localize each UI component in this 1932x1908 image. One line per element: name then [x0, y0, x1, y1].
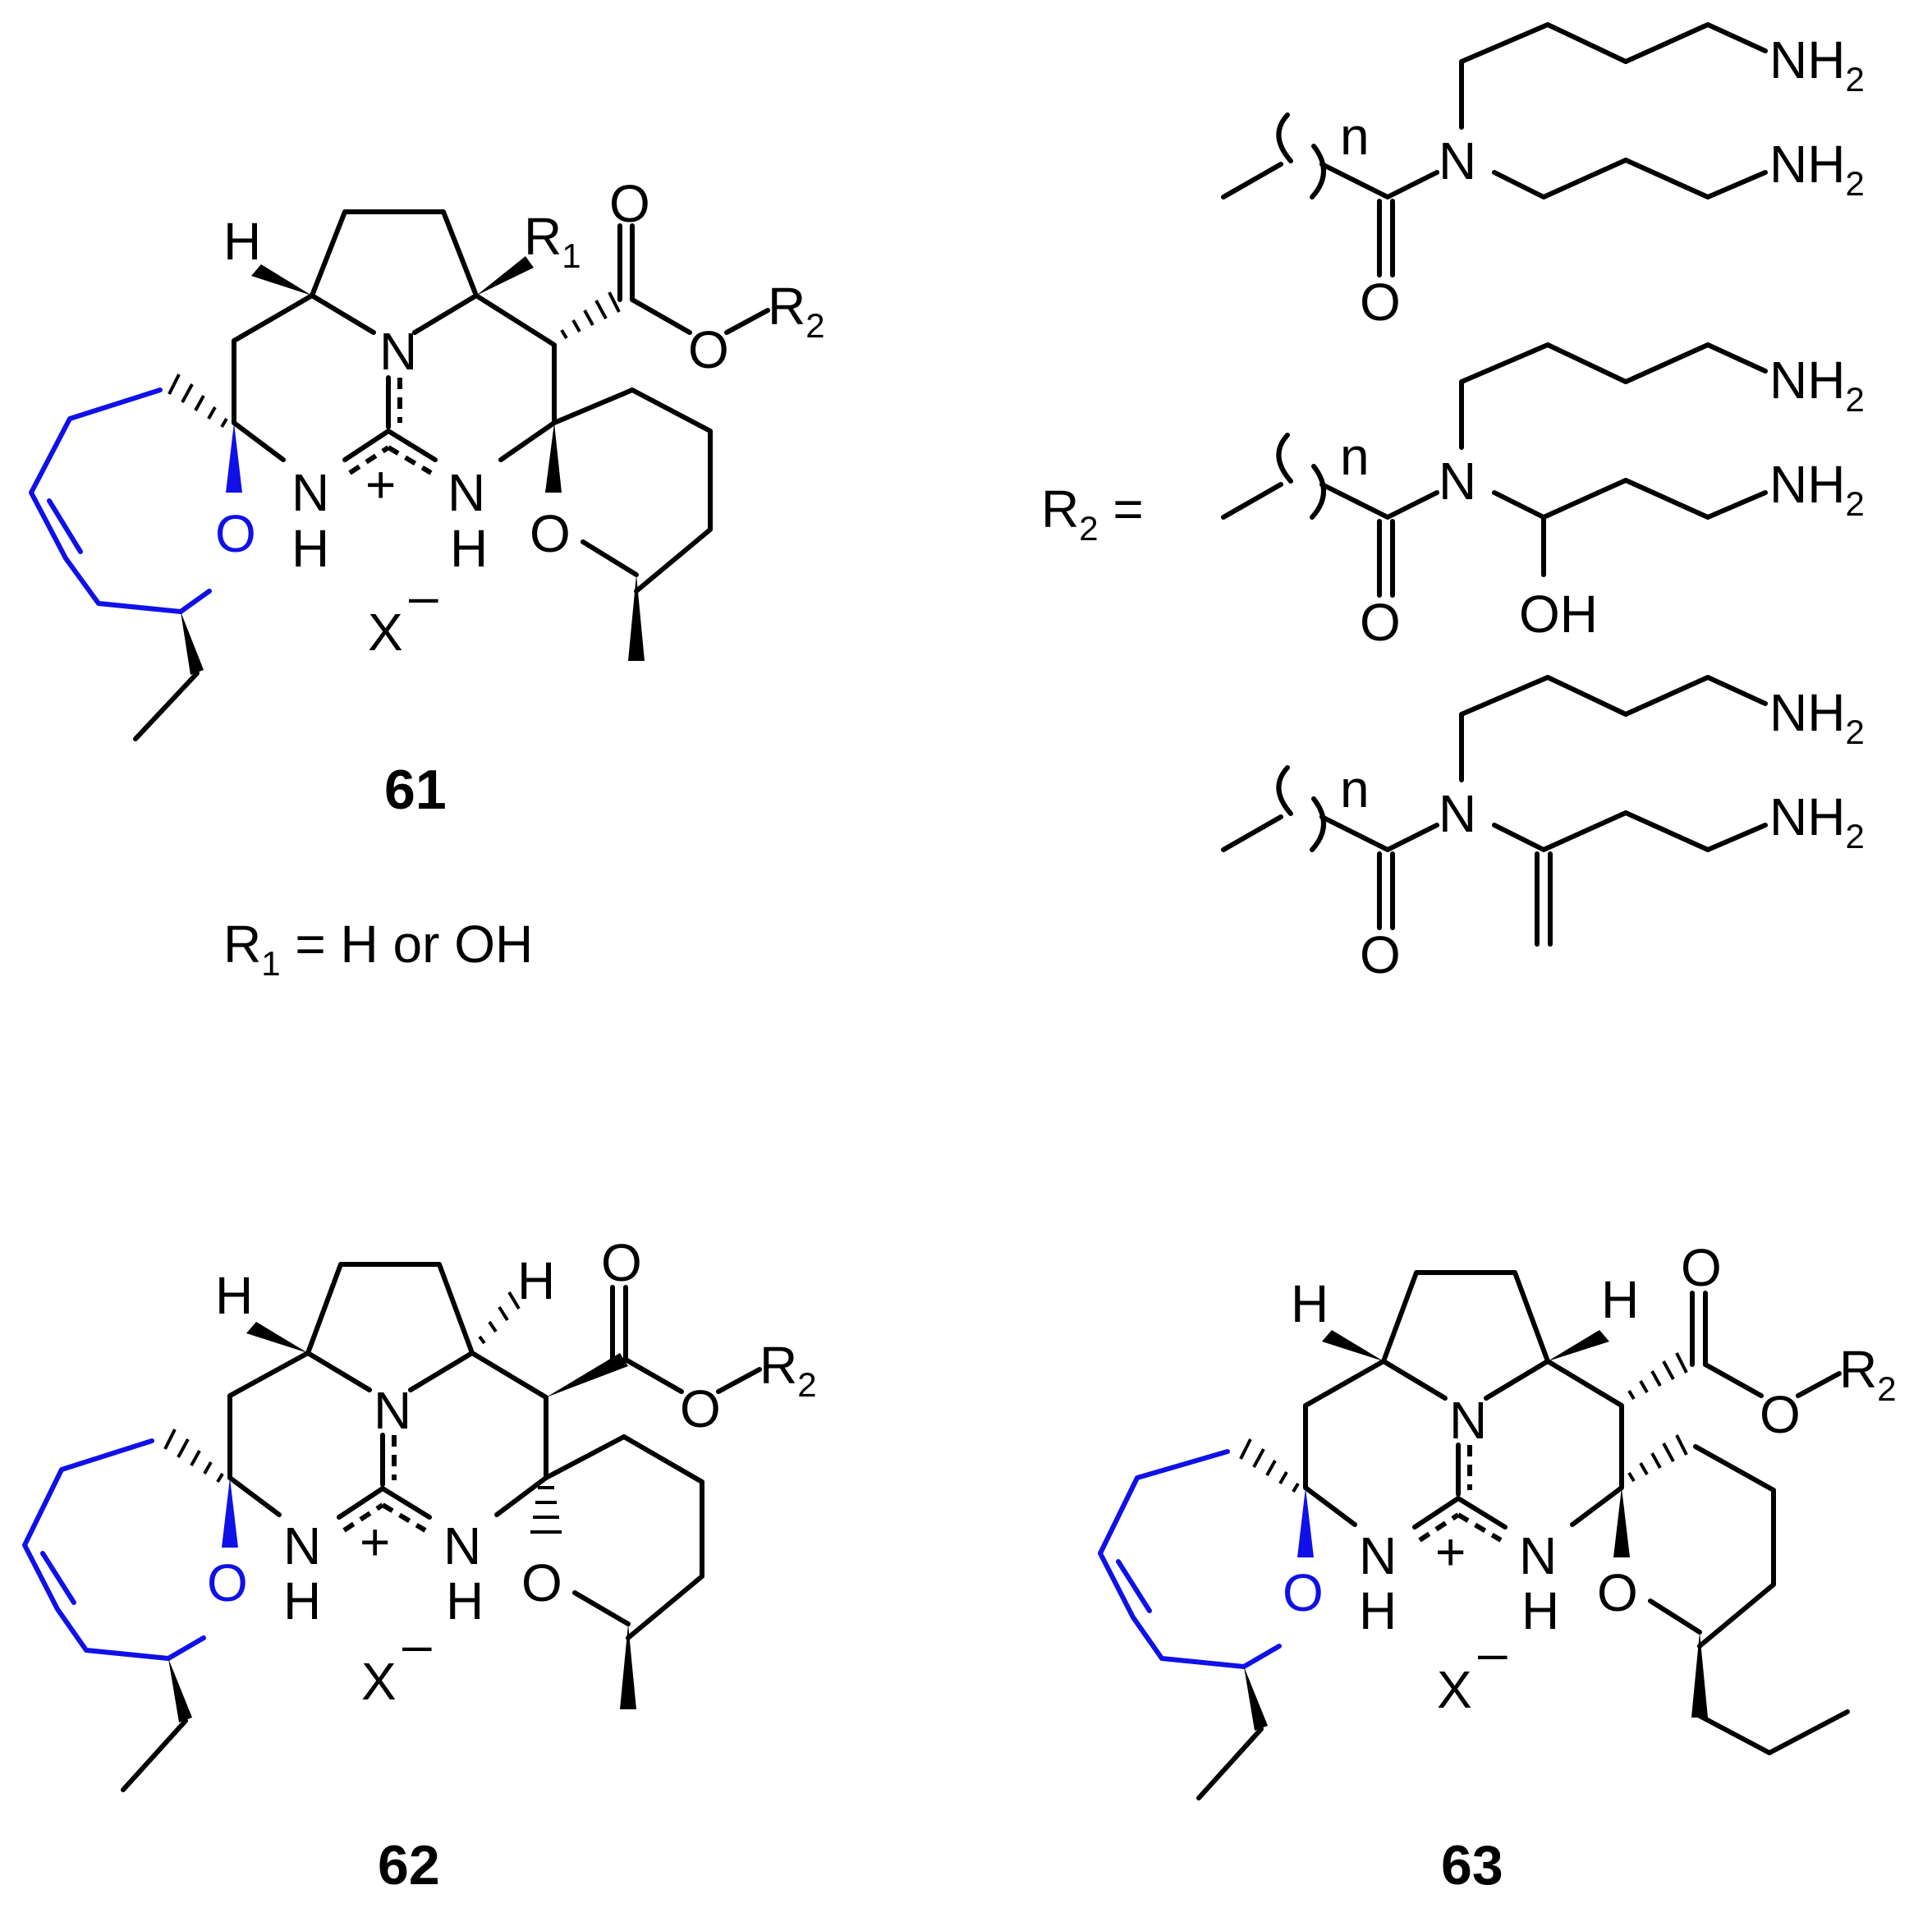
atom-n: N [1359, 1526, 1397, 1585]
atom-n: N [379, 322, 417, 381]
stereo-hash [168, 374, 228, 429]
atom-o: O [215, 504, 256, 563]
r2-option-3: n O N NH2 NH2 [1221, 675, 1865, 984]
atom-o: O [1360, 593, 1401, 652]
stereo-hash [530, 1486, 562, 1534]
stereo-hash [1627, 1352, 1688, 1401]
amine-nh2: NH2 [1769, 135, 1865, 203]
atom-h: H [517, 1251, 555, 1310]
amine-nh2: NH2 [1769, 351, 1865, 419]
stereo-wedge [1322, 1330, 1384, 1361]
atom-h: H [223, 212, 261, 271]
stereo-hash [560, 291, 621, 340]
stereo-hash [1239, 1438, 1300, 1493]
compound-label-61: 61 [384, 759, 447, 821]
stereo-wedge [1613, 1488, 1630, 1557]
atom-h: H [1359, 1581, 1397, 1640]
compound-61-structure: H R1 N + N H N H O O R2 [29, 174, 825, 821]
atom-o: O [680, 1379, 721, 1438]
subscript-n: n [1340, 759, 1370, 819]
atom-h: H [283, 1571, 321, 1631]
charge-plus: + [360, 1512, 390, 1571]
atom-o: O [1760, 1385, 1801, 1444]
atom-h: H [446, 1571, 484, 1631]
stereo-hash [1627, 1434, 1688, 1483]
atom-n: N [447, 463, 485, 522]
atom-o: O [207, 1553, 248, 1612]
r2-option-1: n O N NH2 NH2 [1221, 22, 1865, 332]
charge-plus: + [365, 455, 396, 514]
counterion-x: X [368, 603, 403, 662]
atom-o: O [1597, 1563, 1638, 1622]
compound-label-63: 63 [1441, 1834, 1503, 1897]
stereo-wedge [545, 423, 562, 493]
stereo-wedge [222, 1478, 238, 1548]
stereo-wedge [181, 612, 204, 675]
stereo-wedge [620, 1624, 636, 1709]
counterion-x: X [361, 1652, 397, 1711]
atom-o: O [601, 1233, 642, 1292]
atom-o: O [688, 320, 729, 379]
atom-h: H [1601, 1270, 1639, 1329]
amine-nh2: NH2 [1769, 30, 1865, 99]
atom-n: N [1519, 1526, 1557, 1585]
atom-n: N [443, 1516, 481, 1575]
atom-o: O [1681, 1238, 1722, 1297]
stereo-hash [478, 1291, 521, 1345]
atom-n: N [374, 1381, 411, 1440]
hydroxyl-oh: OH [1519, 585, 1598, 644]
charge-minus: – [409, 566, 438, 626]
atom-n: N [291, 463, 329, 522]
subscript-n: n [1340, 427, 1370, 486]
counterion-x: X [1437, 1660, 1472, 1719]
atom-o: O [530, 504, 571, 563]
amine-nh2: NH2 [1769, 455, 1865, 523]
stereo-wedge [226, 423, 242, 493]
charge-minus: – [1478, 1623, 1508, 1682]
atom-h: H [291, 519, 329, 578]
atom-r2: R2 [1839, 1340, 1897, 1408]
atom-h: H [1521, 1581, 1559, 1640]
stereo-wedge [476, 256, 534, 296]
r2-option-2: n O N NH2 OH NH2 [1221, 342, 1865, 652]
atom-o: O [521, 1553, 562, 1612]
atom-o: O [1360, 273, 1401, 332]
amine-nh2: NH2 [1769, 787, 1865, 855]
atom-o: O [1360, 925, 1401, 984]
atom-n: N [1439, 452, 1476, 511]
atom-r2: R2 [768, 277, 825, 345]
atom-h: H [215, 1266, 253, 1325]
atom-n: N [1439, 131, 1476, 190]
stereo-wedge [1548, 1330, 1609, 1361]
atom-n: N [1439, 784, 1476, 843]
compound-63-structure: H H N + N H N H O O R2 [1098, 1238, 1897, 1897]
stereo-wedge [168, 1658, 192, 1722]
subscript-n: n [1340, 107, 1370, 166]
charge-minus: – [402, 1615, 432, 1674]
atom-r2: R2 [759, 1336, 817, 1404]
compound-label-62: 62 [378, 1834, 440, 1897]
stereo-wedge [251, 264, 312, 296]
atom-o: O [1283, 1563, 1324, 1622]
atom-n: N [283, 1516, 321, 1575]
r1-definition: R1 = H or OH [223, 915, 533, 983]
atom-n: N [1449, 1391, 1487, 1450]
atom-h: H [1291, 1274, 1329, 1333]
stereo-wedge [1297, 1488, 1314, 1557]
stereo-wedge [1691, 1632, 1708, 1718]
stereo-wedge [1244, 1667, 1268, 1731]
compound-62-structure: H H N + N H N H O O R2 [22, 1233, 817, 1897]
stereo-wedge [546, 1353, 628, 1397]
stereo-wedge [628, 575, 645, 661]
amine-nh2: NH2 [1769, 683, 1865, 751]
atom-o: O [609, 174, 650, 233]
stereo-hash [163, 1429, 224, 1484]
atom-h: H [450, 519, 488, 578]
stereo-wedge [246, 1322, 308, 1353]
atom-r1: R1 [524, 207, 581, 275]
charge-plus: + [1435, 1522, 1466, 1581]
r2-definition: R2 = [1041, 479, 1144, 548]
